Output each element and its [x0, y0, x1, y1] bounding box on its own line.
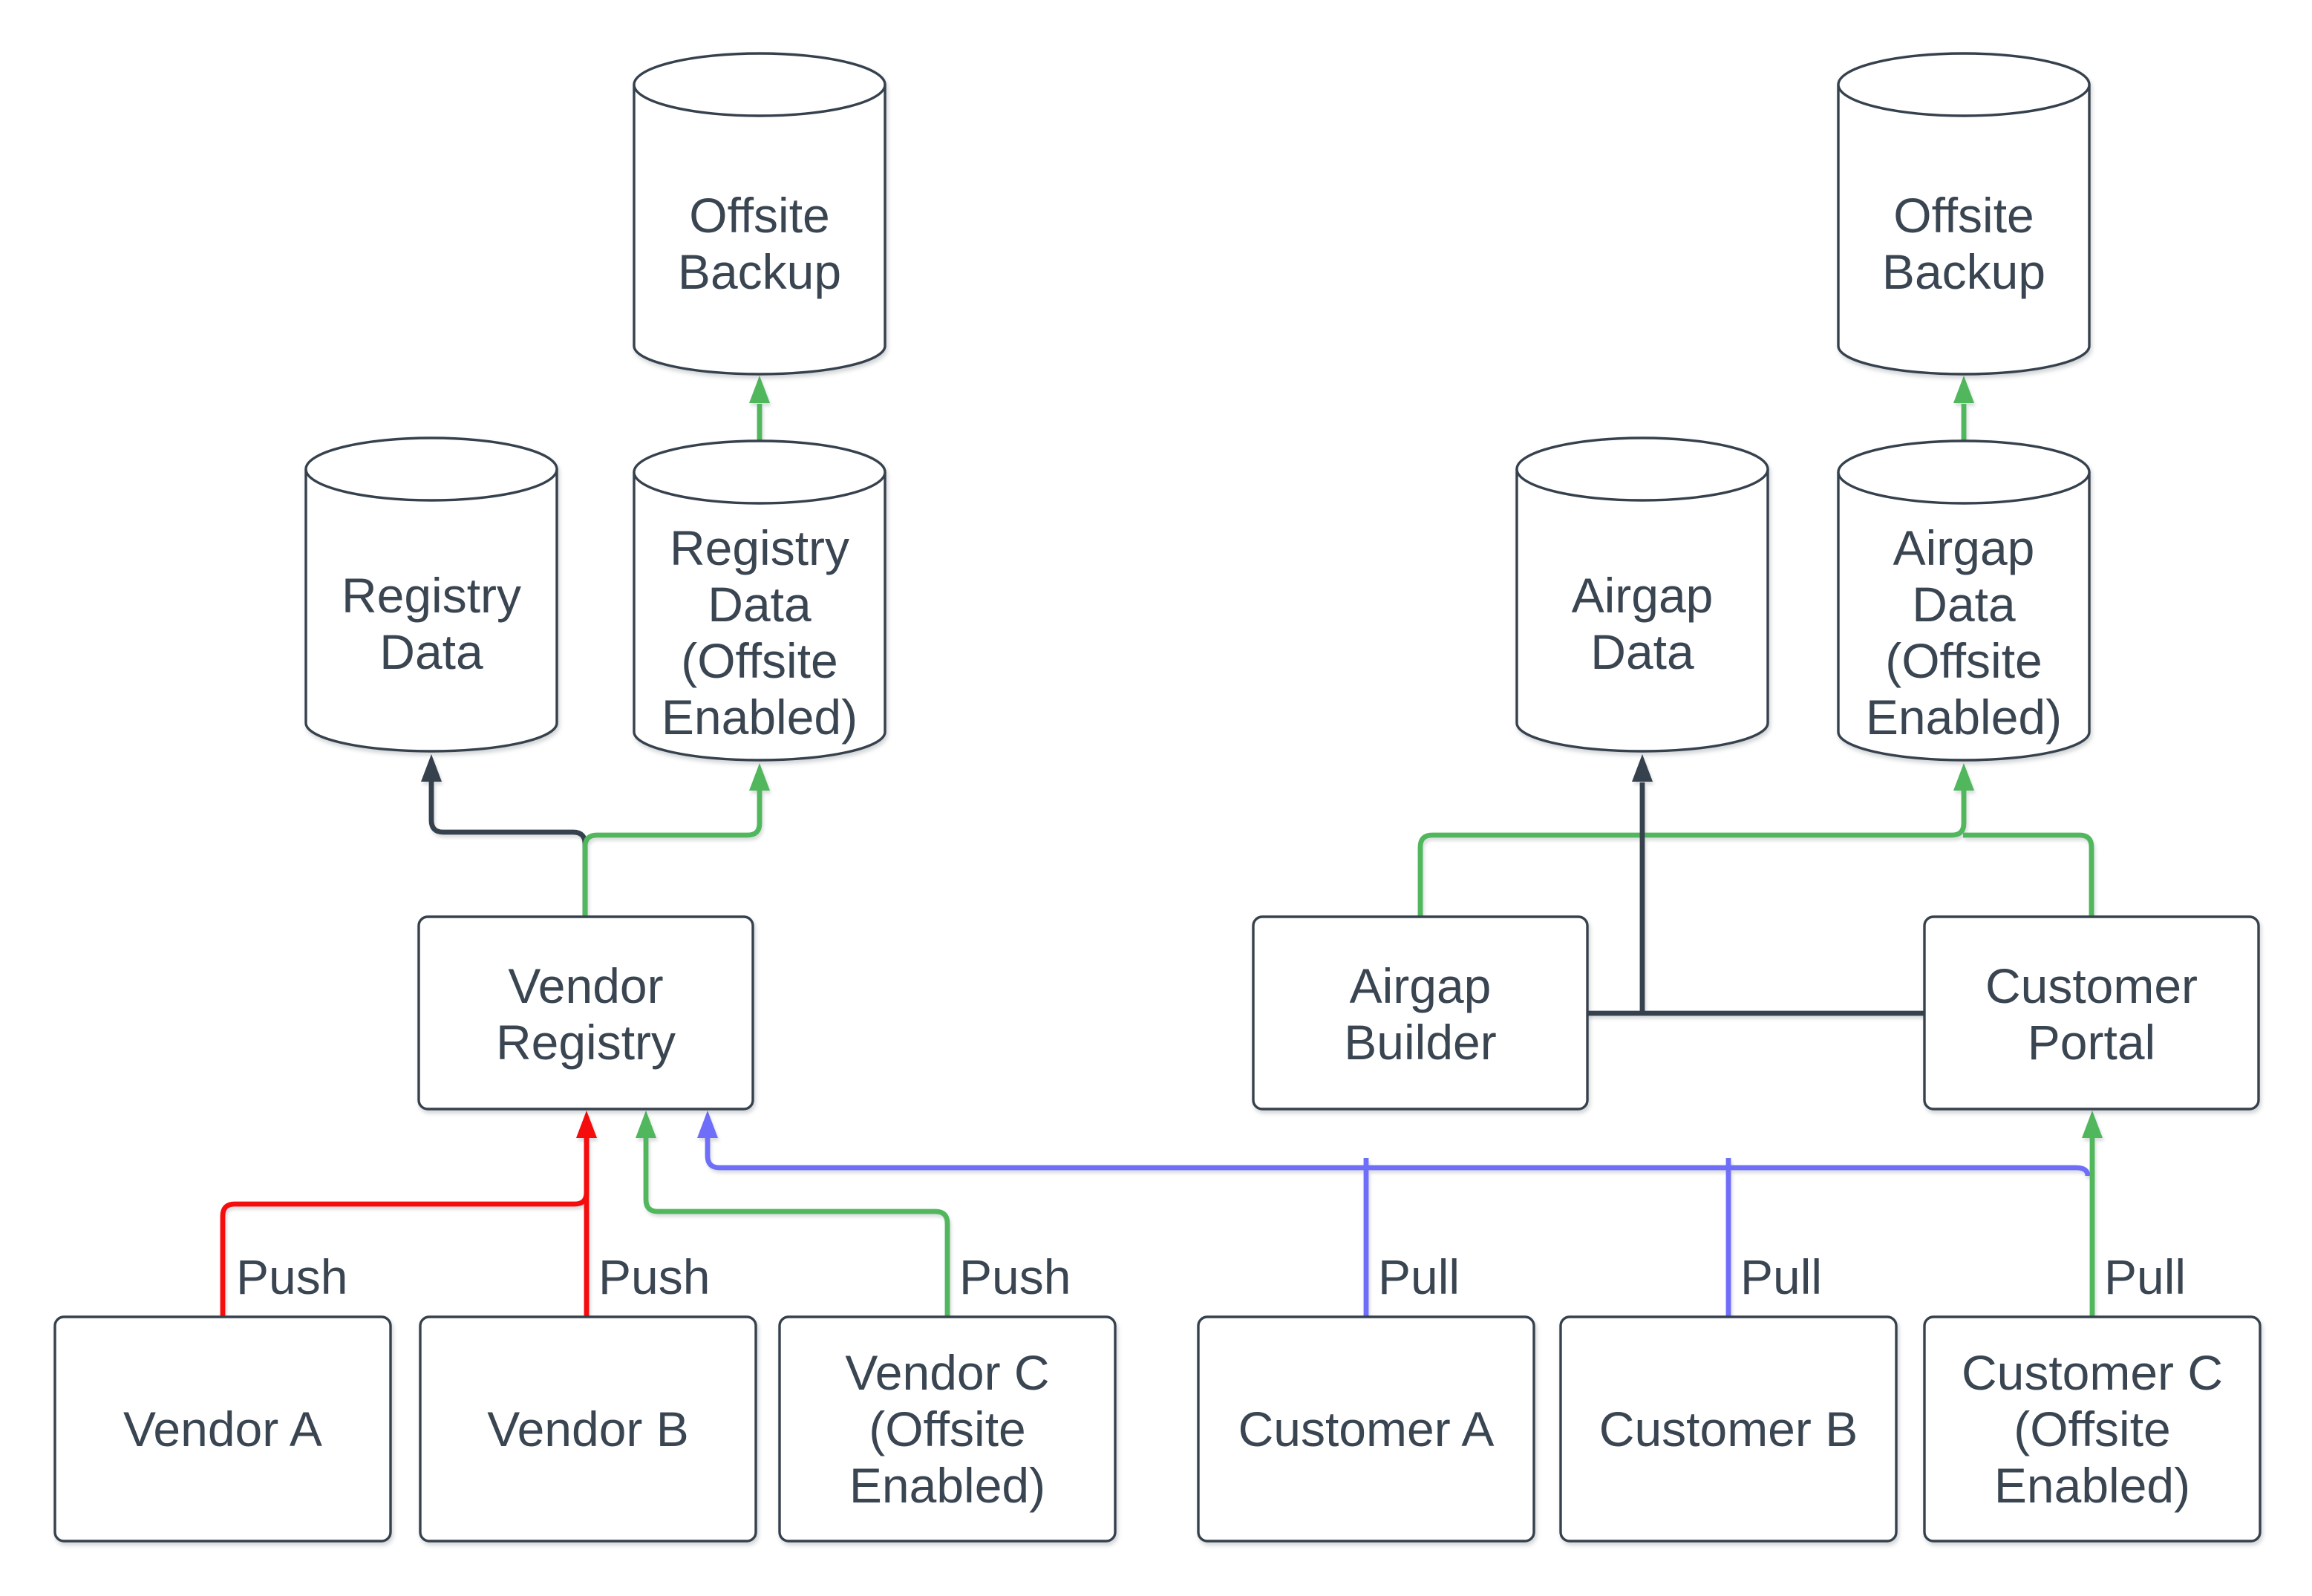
- vendor-a-label: Vendor A: [123, 1402, 322, 1456]
- offsite-backup-left-label: Offsite: [689, 188, 830, 243]
- vendor-c-label: Enabled): [849, 1458, 1045, 1513]
- airgap-data-offsite-cylinder-top: [1837, 439, 2091, 505]
- edge-blue-main-to-vendor-registry: [705, 1137, 2091, 1177]
- airgap-data-offsite-label: Data: [1912, 577, 2016, 632]
- customer-portal-label: Portal: [2028, 1015, 2155, 1070]
- edges-layer: [220, 376, 2103, 1317]
- customer-c-box: [1923, 1315, 2262, 1543]
- edge-label-push-vendor-b: Push: [598, 1249, 710, 1304]
- arrowhead-to-registry-data: [421, 754, 442, 782]
- node-registry-data-offsite: Registry Data (Offsite Enabled): [633, 439, 886, 762]
- node-vendor-a: Vendor A: [53, 1315, 392, 1543]
- arrowhead-to-airgap-data: [1632, 754, 1653, 782]
- node-customer-portal: Customer Portal: [1923, 915, 2260, 1111]
- node-airgap-data-offsite: Airgap Data (Offsite Enabled): [1837, 439, 2091, 762]
- edge-label-pull-customer-a: Pull: [1378, 1249, 1460, 1304]
- registry-data-offsite-label: (Offsite: [681, 633, 838, 688]
- airgap-builder-label: Builder: [1344, 1015, 1496, 1070]
- registry-data-offsite-label: Registry: [670, 520, 849, 575]
- customer-c-label: Enabled): [1994, 1458, 2190, 1513]
- customer-b-box: [1559, 1315, 1898, 1543]
- node-customer-b: Customer B: [1559, 1315, 1898, 1543]
- node-vendor-registry: Vendor Registry: [417, 915, 754, 1111]
- arrowhead-to-offsite-backup-left: [749, 376, 770, 403]
- arrowhead-to-airgap-data-offsite: [1953, 763, 1974, 791]
- airgap-data-offsite-label: Enabled): [1866, 690, 2062, 745]
- vendor-b-box: [419, 1315, 757, 1543]
- node-registry-data: Registry Data: [304, 436, 558, 753]
- vendor-c-box: [778, 1315, 1117, 1543]
- edge-labels-layer: Push Push Push Pull Pull Pull: [236, 1249, 2186, 1304]
- customer-portal-label: Customer: [1985, 958, 2198, 1013]
- edge-customer-portal-to-airgap-data-offsite: [1963, 832, 2094, 917]
- vendor-c-label: Vendor C: [845, 1345, 1049, 1400]
- customer-portal-box: [1923, 915, 2260, 1111]
- offsite-backup-right-label: Backup: [1882, 244, 2045, 299]
- node-airgap-builder: Airgap Builder: [1252, 915, 1589, 1111]
- vendor-b-label: Vendor B: [487, 1402, 689, 1456]
- offsite-backup-right-cylinder: [1837, 85, 2091, 376]
- node-customer-a: Customer A: [1197, 1315, 1535, 1543]
- airgap-data-offsite-label: Airgap: [1893, 520, 2035, 575]
- registry-data-offsite-cylinder-top: [633, 439, 886, 505]
- edge-vendor-c-to-vendor-registry: [643, 1137, 950, 1317]
- vendor-registry-label: Vendor: [508, 958, 663, 1013]
- customer-c-label: Customer C: [1962, 1345, 2223, 1400]
- offsite-backup-left-label: Backup: [678, 244, 841, 299]
- edge-label-push-vendor-a: Push: [236, 1249, 347, 1304]
- airgap-data-label: Airgap: [1572, 568, 1714, 623]
- registry-data-cylinder-top: [304, 436, 558, 502]
- offsite-backup-left-cylinder-top: [633, 52, 886, 117]
- airgap-data-label: Data: [1590, 624, 1694, 679]
- airgap-data-cylinder-top: [1515, 436, 1769, 502]
- arrowhead-to-registry-data-offsite: [749, 763, 770, 791]
- node-offsite-backup-left: Offsite Backup: [633, 52, 886, 376]
- airgap-data-offsite-label: (Offsite: [1885, 633, 2042, 688]
- edge-airgap-builder-to-airgap-data-offsite: [1417, 790, 1967, 917]
- edge-label-push-vendor-c: Push: [959, 1249, 1071, 1304]
- registry-data-offsite-label: Data: [708, 577, 812, 632]
- registry-data-label: Data: [379, 624, 483, 679]
- customer-b-label: Customer B: [1599, 1402, 1858, 1456]
- edge-vendor-registry-to-registry-data: [428, 781, 588, 917]
- offsite-backup-left-cylinder: [633, 85, 886, 376]
- customer-a-box: [1197, 1315, 1535, 1543]
- airgap-data-offsite-cylinder: [1837, 472, 2091, 762]
- vendor-a-box: [53, 1315, 392, 1543]
- customer-a-label: Customer A: [1238, 1402, 1495, 1456]
- node-airgap-data: Airgap Data: [1515, 436, 1769, 753]
- customer-c-label: (Offsite: [2014, 1402, 2171, 1456]
- edge-vendor-registry-to-registry-data-offsite: [582, 790, 762, 917]
- arrowhead-green-to-vendor-registry: [636, 1111, 656, 1138]
- offsite-backup-right-cylinder-top: [1837, 52, 2091, 117]
- arrowhead-red-to-vendor-registry: [576, 1111, 597, 1138]
- offsite-backup-right-label: Offsite: [1893, 188, 2034, 243]
- edge-label-pull-customer-b: Pull: [1740, 1249, 1822, 1304]
- vendor-registry-label: Registry: [496, 1015, 676, 1070]
- registry-data-cylinder: [304, 469, 558, 753]
- node-offsite-backup-right: Offsite Backup: [1837, 52, 2091, 376]
- edge-label-pull-customer-c: Pull: [2104, 1249, 2186, 1304]
- arrowhead-blue-to-vendor-registry: [697, 1111, 718, 1138]
- vendor-c-label: (Offsite: [869, 1402, 1026, 1456]
- airgap-builder-label: Airgap: [1350, 958, 1492, 1013]
- registry-data-offsite-label: Enabled): [662, 690, 858, 745]
- airgap-data-cylinder: [1515, 469, 1769, 753]
- arrowhead-to-offsite-backup-right: [1953, 376, 1974, 403]
- arrowhead-to-customer-portal: [2082, 1111, 2103, 1138]
- airgap-builder-box: [1252, 915, 1589, 1111]
- node-vendor-b: Vendor B: [419, 1315, 757, 1543]
- registry-data-label: Registry: [342, 568, 521, 623]
- vendor-registry-box: [417, 915, 754, 1111]
- node-customer-c: Customer C (Offsite Enabled): [1923, 1315, 2262, 1543]
- node-vendor-c: Vendor C (Offsite Enabled): [778, 1315, 1117, 1543]
- registry-data-offsite-cylinder: [633, 472, 886, 762]
